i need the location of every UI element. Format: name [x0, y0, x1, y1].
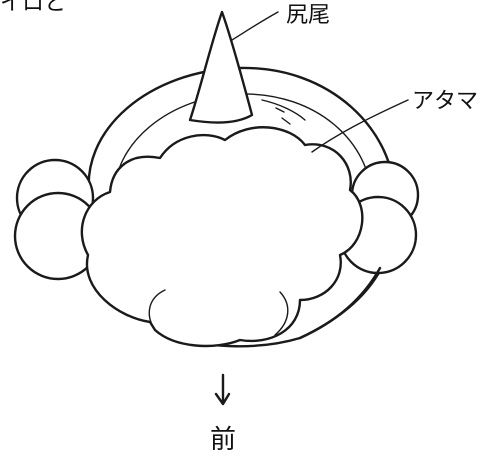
tail-leader-line [231, 11, 279, 41]
top-left-label: イロと [0, 0, 66, 16]
head-highlight-strokes [261, 99, 306, 125]
body-cloud [80, 126, 364, 348]
head-label: アタマ [412, 89, 478, 114]
front-label: 前 [210, 425, 236, 455]
body-front-bump-right [274, 291, 289, 336]
tail-label: 尻尾 [286, 3, 330, 28]
tail-spike [188, 10, 254, 124]
front-arrow [214, 373, 231, 406]
body-front-bump-left [148, 289, 166, 331]
head-leader-line [311, 99, 409, 153]
